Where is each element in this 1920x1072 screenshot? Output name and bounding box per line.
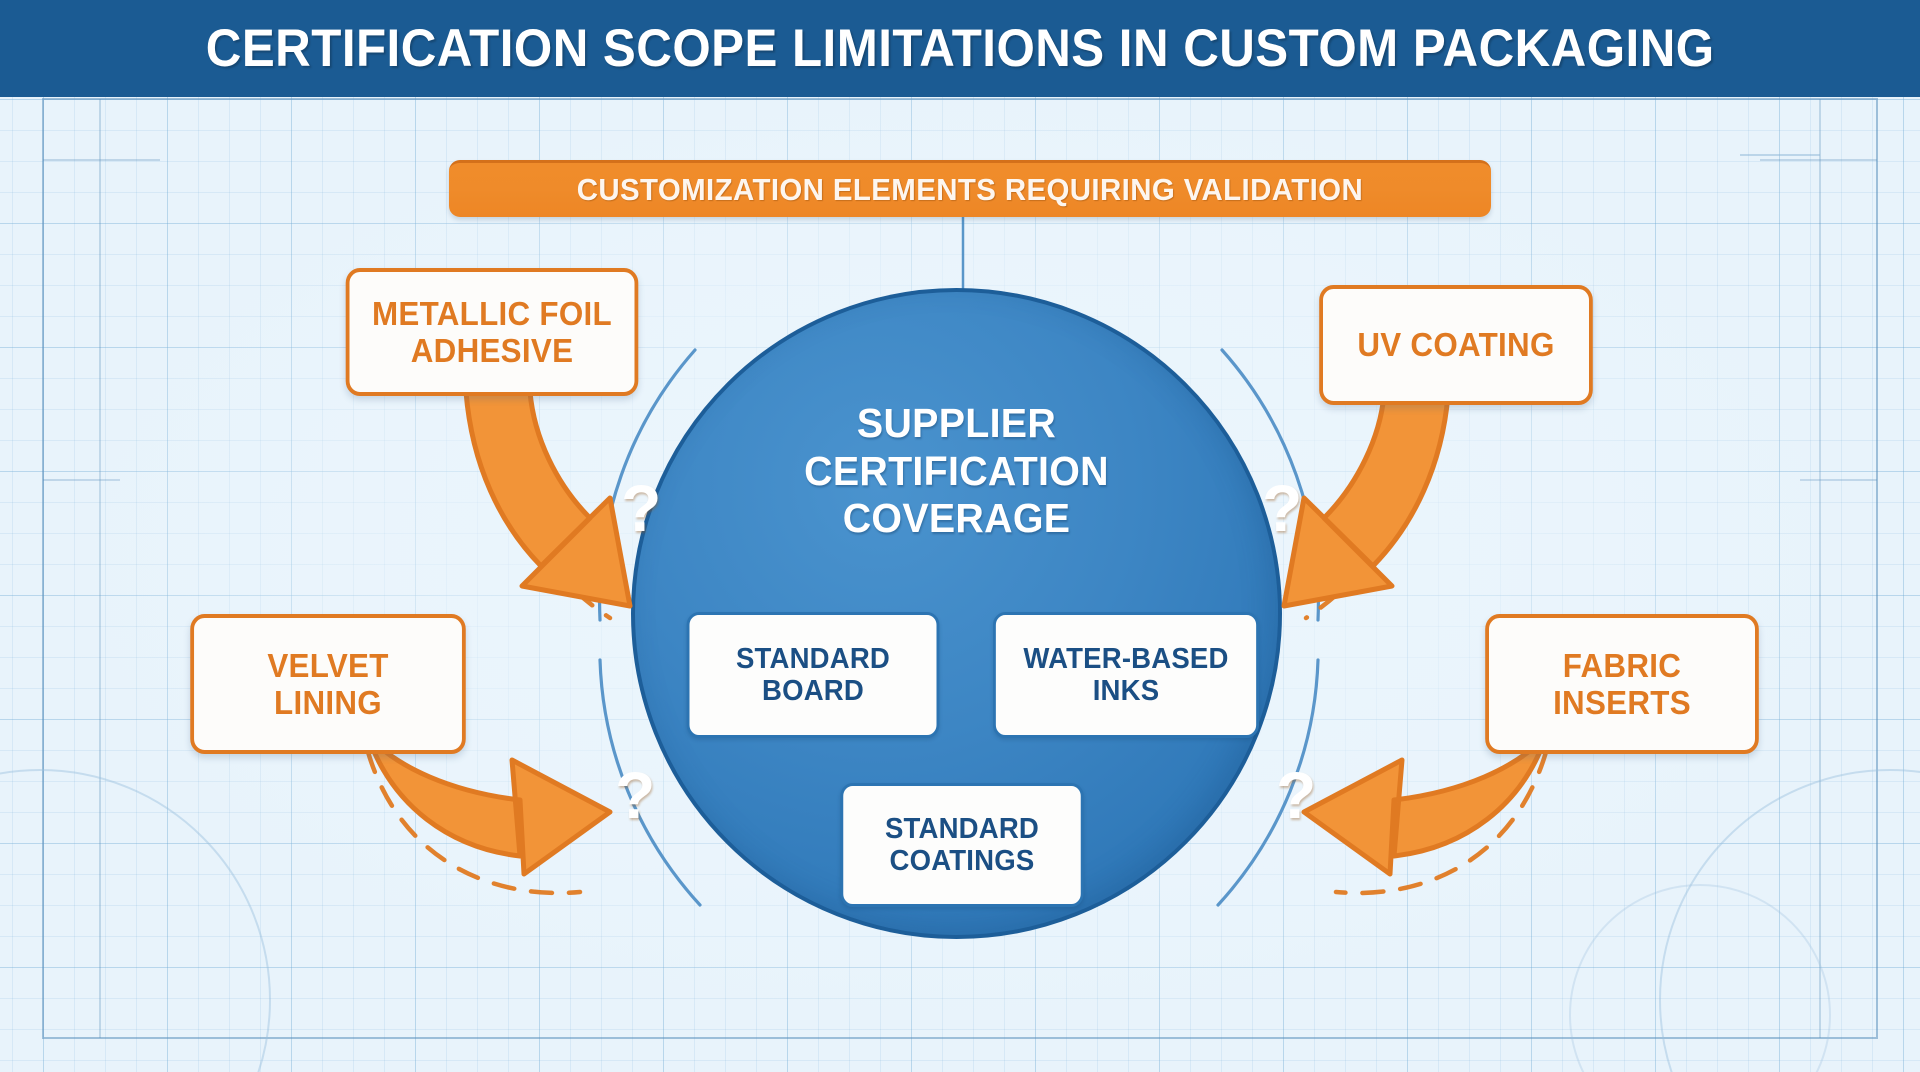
covered-item-standard-coatings: STANDARD COATINGS <box>840 783 1084 907</box>
covered-item-line-2: INKS <box>1092 675 1160 707</box>
covered-item-line-2: BOARD <box>761 675 864 707</box>
covered-item-standard-board: STANDARD BOARD <box>686 612 940 738</box>
callout-fabric-inserts: FABRIC INSERTS <box>1485 614 1759 754</box>
customization-banner-label: CUSTOMIZATION ELEMENTS REQUIRING VALIDAT… <box>576 172 1364 207</box>
header-bar: CERTIFICATION SCOPE LIMITATIONS IN CUSTO… <box>0 0 1920 97</box>
callout-line-1: UV COATING <box>1357 326 1555 364</box>
page-title: CERTIFICATION SCOPE LIMITATIONS IN CUSTO… <box>205 19 1715 78</box>
callout-line-1: METALLIC FOIL <box>372 294 612 332</box>
covered-item-water-based-inks: WATER-BASED INKS <box>993 612 1259 738</box>
callout-uv-coating: UV COATING <box>1319 285 1593 405</box>
covered-item-line-2: COATINGS <box>889 845 1035 877</box>
covered-item-line-1: STANDARD <box>735 642 891 675</box>
callout-metallic-foil-adhesive: METALLIC FOIL ADHESIVE <box>345 268 639 396</box>
covered-item-line-1: STANDARD <box>884 812 1040 845</box>
callout-velvet-lining: VELVET LINING <box>190 614 466 754</box>
callout-line-2: LINING <box>274 684 382 721</box>
callout-line-1: FABRIC <box>1562 646 1682 684</box>
callout-line-2: INSERTS <box>1553 684 1691 721</box>
covered-item-line-1: WATER-BASED <box>1023 642 1229 675</box>
callout-line-1: VELVET <box>267 646 389 684</box>
callout-line-2: ADHESIVE <box>410 332 574 369</box>
customization-banner: CUSTOMIZATION ELEMENTS REQUIRING VALIDAT… <box>449 160 1491 217</box>
